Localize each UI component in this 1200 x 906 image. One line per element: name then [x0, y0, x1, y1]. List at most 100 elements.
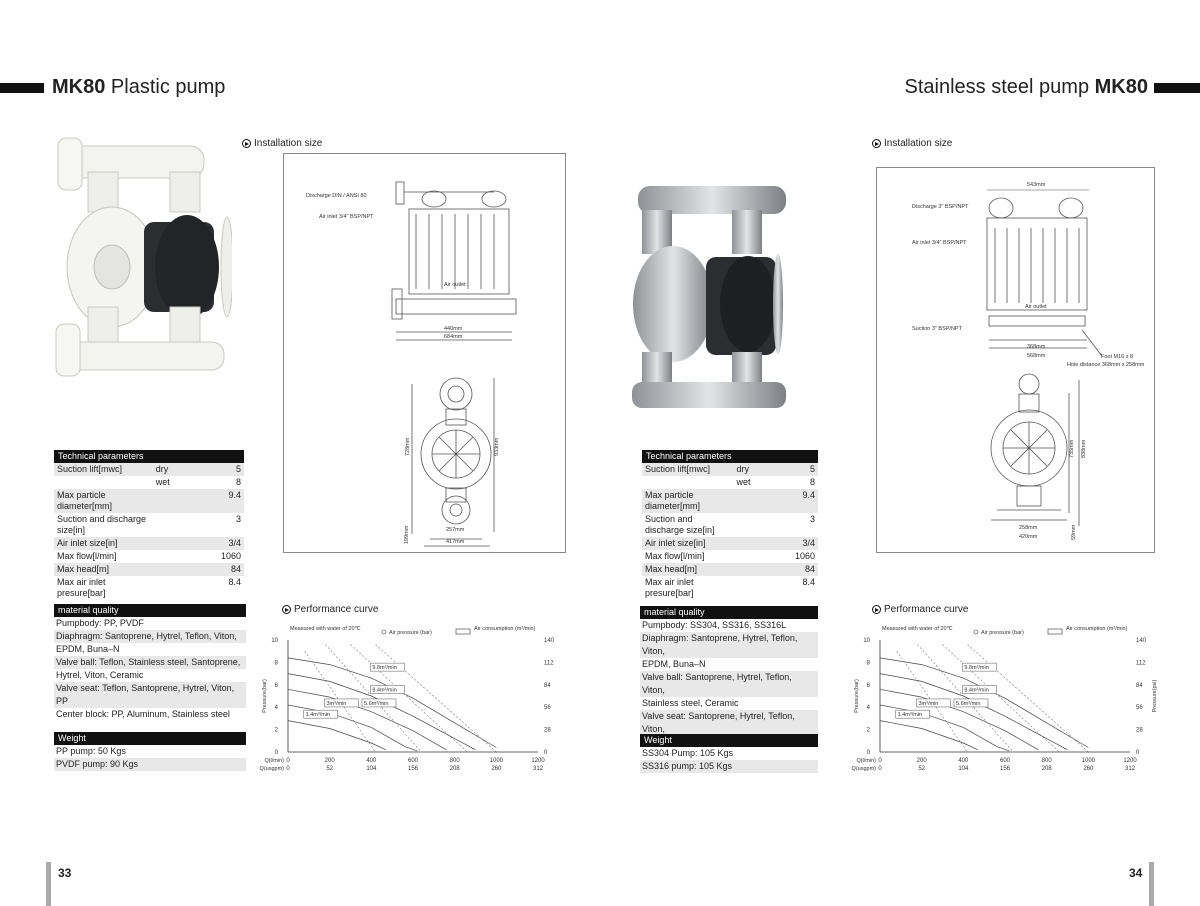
left-page-title: MK80 Plastic pump	[52, 76, 225, 99]
y-tick-psi: 112	[1136, 660, 1146, 666]
air-inlet-label: Air inlet 3/4" BSP/NPT	[319, 214, 374, 220]
right-installation-drawing: 543mm Discharge 3" BSP/NPT Air inlet 3/4…	[876, 167, 1155, 553]
tech-label	[54, 476, 153, 489]
y-label-bar: Pressure(bar)	[262, 679, 268, 713]
x-tick-usgpm: 0	[286, 766, 290, 772]
legend-pressure: Air pressure (bar)	[981, 630, 1024, 636]
tech-sub: wet	[733, 476, 771, 489]
series-line-4	[287, 720, 387, 751]
left-weight-title: Weight	[54, 732, 246, 745]
svg-text:8.4m³/min: 8.4m³/min	[964, 688, 988, 694]
tech-value: 8	[770, 476, 818, 489]
x-tick-usgpm: 156	[1000, 766, 1011, 772]
tech-row: Suction and discharge size[in]3	[642, 513, 818, 537]
tech-row: Air inlet size[in]3/4	[642, 537, 818, 550]
legend-measured: Measured with water of 20℃	[882, 626, 954, 632]
tech-value: 84	[770, 563, 818, 576]
annotation-1: 8.4m³/min	[962, 685, 997, 694]
x-tick-usgpm: 104	[366, 766, 377, 772]
left-title-model: MK80	[52, 76, 106, 98]
play-circle-icon	[282, 605, 291, 614]
tech-value: 9.4	[192, 489, 244, 513]
y-label-bar: Pressure(bar)	[854, 679, 860, 713]
air-outlet-label: Air outlet	[444, 282, 466, 288]
play-circle-icon	[242, 139, 251, 148]
x-label-usgpm: Q(usgpm)	[260, 766, 285, 772]
x-tick-lmin: 200	[325, 758, 336, 764]
right-tech-title: Technical parameters	[642, 450, 818, 463]
tech-value: 3/4	[192, 537, 244, 550]
air-curve-3	[967, 644, 1089, 753]
x-tick-lmin: 600	[408, 758, 419, 764]
svg-text:5.6m³/min: 5.6m³/min	[364, 701, 388, 707]
y-tick-bar: 0	[867, 750, 871, 756]
left-title-text: Plastic pump	[110, 76, 226, 98]
stainless-pump-photo	[632, 186, 786, 408]
y-tick-bar: 4	[867, 705, 871, 711]
annotation-4: 1.4m³/min	[895, 709, 930, 719]
y-label-psi: Pressure(psi)	[1152, 679, 1158, 712]
tech-row: Max head[m]84	[642, 563, 818, 576]
annotation-4: 1.4m³/min	[303, 709, 338, 719]
tech-value: 1060	[770, 550, 818, 563]
list-item: Diaphragm: Santoprene, Hytrel, Teflon, V…	[54, 630, 246, 643]
right-page-number: 34	[1129, 866, 1143, 880]
air-inlet-label: Air inlet 3/4" BSP/NPT	[912, 240, 967, 246]
annotation-3: 5.6m³/min	[953, 698, 989, 708]
tech-label: Suction and discharge size[in]	[642, 513, 734, 537]
tech-label: Max flow[l/min]	[642, 550, 734, 563]
y-tick-bar: 10	[271, 638, 278, 644]
tech-row: Max particle diameter[mm]9.4	[642, 489, 818, 513]
x-tick-lmin: 1200	[1123, 758, 1137, 764]
air-curve-1	[325, 644, 422, 753]
y-tick-psi: 56	[544, 705, 551, 711]
discharge-label: Discharge DIN / ANSI 80	[306, 193, 367, 199]
x-tick-usgpm: 312	[533, 766, 544, 772]
tech-sub	[152, 513, 193, 537]
left-header-bar	[0, 83, 44, 93]
tech-row: Max flow[l/min]1060	[54, 550, 244, 563]
tech-row: Suction and discharge size[in]3	[54, 513, 244, 537]
svg-text:1.4m³/min: 1.4m³/min	[898, 712, 922, 718]
air-curve-2	[350, 644, 468, 753]
y-tick-bar: 4	[275, 705, 279, 711]
list-item: EPDM, Buna–N	[640, 658, 818, 671]
tech-value: 5	[770, 463, 818, 476]
left-page-edge	[46, 862, 51, 906]
y-tick-psi: 112	[544, 660, 554, 666]
left-tech-table: Technical parameters Suction lift[mwc]dr…	[54, 450, 244, 600]
tech-label: Max air inlet presure[bar]	[54, 576, 153, 600]
tech-label: Air inlet size[in]	[54, 537, 153, 550]
legend-pressure-marker	[381, 629, 387, 635]
tech-row: Max particle diameter[mm]9.4	[54, 489, 244, 513]
play-circle-icon	[872, 605, 881, 614]
svg-text:1.4m³/min: 1.4m³/min	[306, 712, 330, 718]
tech-sub	[733, 537, 771, 550]
list-item: EPDM, Buna–N	[54, 643, 246, 656]
left-install-heading: Installation size	[242, 138, 322, 149]
tech-label: Suction lift[mwc]	[642, 463, 734, 476]
left-installation-drawing: Discharge DIN / ANSI 80 Air inlet 3/4" B…	[283, 153, 566, 553]
tech-sub	[733, 489, 771, 513]
list-item: Valve seat: Santoprene, Hytrel, Teflon, …	[640, 710, 818, 736]
left-tech-title: Technical parameters	[54, 450, 244, 463]
y-tick-psi: 140	[544, 638, 555, 644]
tech-sub: dry	[733, 463, 771, 476]
tech-label	[642, 476, 734, 489]
y-tick-psi: 0	[1136, 750, 1140, 756]
y-tick-psi: 84	[544, 683, 551, 689]
left-perf-heading: Performance curve	[282, 604, 378, 615]
left-material-title: material quality	[54, 604, 246, 617]
x-tick-lmin: 1000	[490, 758, 504, 764]
tech-label: Max air inlet presure[bar]	[642, 576, 734, 600]
y-tick-bar: 8	[867, 660, 871, 666]
list-item: SS316 pump: 105 Kgs	[640, 760, 818, 773]
right-perf-heading: Performance curve	[872, 604, 968, 615]
